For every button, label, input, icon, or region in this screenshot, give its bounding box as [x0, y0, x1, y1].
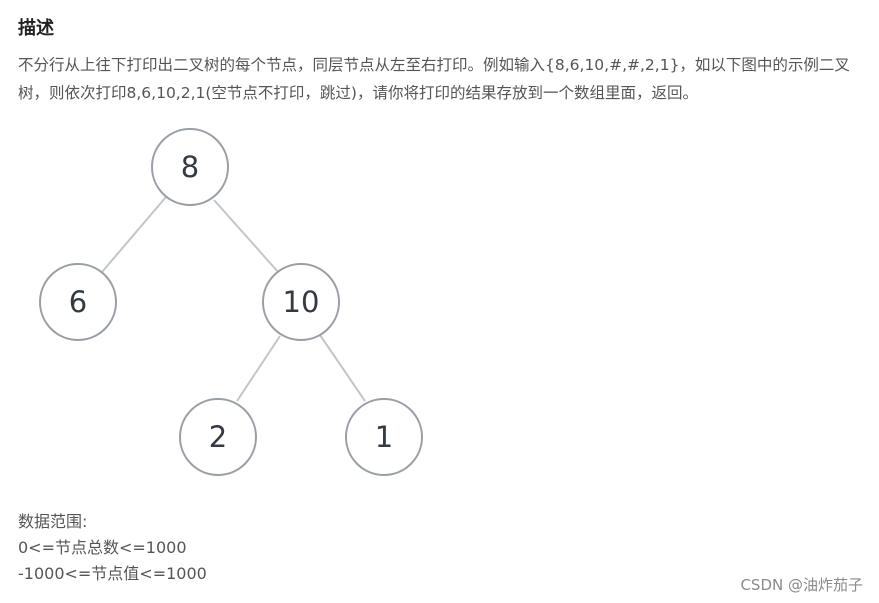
data-range-node-value: -1000<=节点值<=1000 — [18, 564, 207, 583]
tree-node-label: 6 — [69, 285, 87, 319]
data-range: 数据范围: 0<=节点总数<=1000 -1000<=节点值<=1000 — [18, 509, 207, 587]
tree-node-root: 8 — [151, 128, 229, 206]
watermark: CSDN @油炸茄子 — [740, 576, 863, 594]
edge-8-10 — [213, 199, 280, 274]
tree-node-right: 10 — [262, 263, 340, 341]
edge-10-1 — [319, 334, 366, 402]
tree-node-label: 8 — [181, 150, 199, 184]
problem-description: 不分行从上往下打印出二叉树的每个节点，同层节点从左至右打印。例如输入{8,6,1… — [18, 56, 850, 102]
tree-node-left: 6 — [39, 263, 117, 341]
tree-node-label: 2 — [209, 420, 227, 454]
section-heading: 描述 — [18, 18, 54, 39]
data-range-label: 数据范围: — [18, 512, 88, 531]
tree-node-label: 10 — [283, 285, 320, 319]
edge-10-2 — [236, 335, 281, 402]
tree-node-right-left: 2 — [179, 398, 257, 476]
binary-tree-diagram: 8 6 10 2 1 — [39, 128, 423, 476]
tree-node-label: 1 — [375, 420, 393, 454]
data-range-node-count: 0<=节点总数<=1000 — [18, 538, 187, 557]
tree-node-right-right: 1 — [345, 398, 423, 476]
edge-8-6 — [101, 196, 167, 273]
